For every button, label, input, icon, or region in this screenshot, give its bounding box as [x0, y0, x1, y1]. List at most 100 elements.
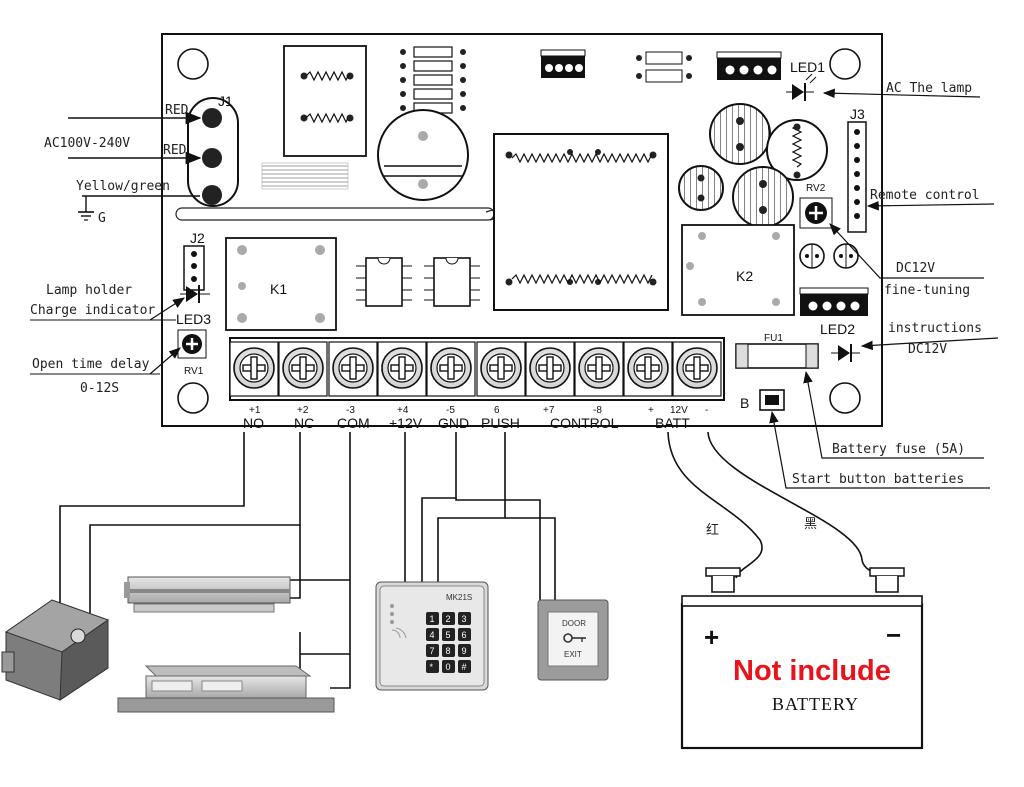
red-wire-label-2: RED [163, 143, 187, 158]
terminal-number: 12V [670, 405, 688, 416]
keypad-key [442, 660, 455, 673]
keypad-key-label: 8 [446, 646, 451, 656]
mount-hole [177, 48, 209, 80]
magnetic-lock [124, 576, 291, 613]
keypad-key-label: * [430, 662, 434, 672]
terminal-number: +7 [543, 405, 555, 416]
terminal-number: -3 [346, 405, 355, 416]
terminal-number: -5 [446, 405, 455, 416]
ground-label: G [98, 211, 106, 226]
keypad-key [458, 644, 471, 657]
terminal-number: +2 [297, 405, 309, 416]
k1-relay: K1 [225, 237, 337, 331]
capacitor-cluster [678, 103, 828, 228]
terminal-screw [278, 341, 328, 397]
led1-label: LED1 [790, 59, 825, 75]
capacitor-large [377, 109, 469, 201]
j3-connector: J3 [847, 106, 867, 233]
terminal-screw [623, 341, 673, 397]
terminal-screw [377, 341, 427, 397]
j2-label: J2 [190, 230, 205, 246]
transformer [493, 133, 669, 311]
electric-rim-lock [1, 599, 110, 701]
keypad-key-label: 2 [446, 614, 451, 624]
battery-note: Not include [733, 655, 891, 687]
start-button-switch: B [740, 389, 785, 411]
j2-connector: J2 [183, 230, 205, 291]
led3-label: LED3 [176, 311, 211, 327]
dc12v-label-2: DC12V [908, 342, 947, 357]
rv2-label: RV2 [806, 183, 826, 194]
right-annotations: AC The lamp Remote control DC12V fine-tu… [769, 81, 999, 489]
yellow-green-label: Yellow/green [76, 179, 170, 194]
battery-fuse-label: Battery fuse (5A) [832, 442, 965, 457]
terminal-screw [229, 341, 279, 397]
keypad-key [426, 644, 439, 657]
rv2-potentiometer: RV2 [799, 183, 833, 229]
charge-indicator-label: Charge indicator [30, 303, 155, 318]
keypad-key-label: 7 [430, 646, 435, 656]
keypad-key-label: 0 [446, 662, 451, 672]
red-wire-cn-label: 红 [706, 522, 719, 538]
k1-label: K1 [270, 281, 287, 297]
terminal-number: 6 [494, 405, 500, 416]
fu1-label: FU1 [764, 333, 783, 344]
mount-hole [177, 382, 209, 414]
keypad-key-label: # [462, 662, 467, 672]
red-wire-label-1: RED [165, 103, 189, 118]
ic-chip-1 [356, 257, 412, 307]
lamp-holder-label: Lamp holder [46, 283, 132, 298]
rv1-label: RV1 [184, 366, 204, 377]
keypad-key-label: 1 [430, 614, 435, 624]
k2-label: K2 [736, 268, 753, 284]
header-connector-1 [540, 49, 586, 78]
rv1-potentiometer: RV1 [177, 329, 207, 377]
k2-relay: K2 [681, 224, 795, 316]
terminal-label-12v: +12V [389, 415, 423, 431]
start-button-label: Start button batteries [792, 472, 964, 487]
battery-minus: − [886, 620, 901, 650]
exit-button-bottom-text: EXIT [564, 650, 582, 659]
keypad-key-label: 6 [462, 630, 467, 640]
drop-bolt-lock [117, 665, 335, 713]
dc12v-label-1: DC12V [896, 261, 935, 276]
keypad-key [426, 628, 439, 641]
ac-input-label: AC100V-240V [44, 136, 130, 151]
keypad-key-label: 9 [462, 646, 467, 656]
left-annotations: RED RED AC100V-240V Yellow/green G Lamp … [30, 103, 202, 396]
header-connector-2 [716, 51, 782, 80]
j1-label: J1 [218, 93, 233, 109]
fu1-fuse: FU1 [735, 333, 819, 369]
terminal-number: +1 [249, 405, 261, 416]
terminal-number: +4 [397, 405, 409, 416]
ac-lamp-label: AC The lamp [886, 81, 972, 96]
terminal-label-gnd: GND [438, 415, 469, 431]
led1: LED1 [786, 59, 825, 101]
mount-hole [829, 48, 861, 80]
open-time-delay-label: Open time delay [32, 357, 150, 372]
terminal-screw [476, 341, 526, 397]
led3: LED3 [176, 285, 211, 327]
keypad-key [442, 644, 455, 657]
fuse-pair [636, 51, 692, 83]
keypad-key [458, 612, 471, 625]
terminal-screw [525, 341, 575, 397]
keypad-key-label: 3 [462, 614, 467, 624]
coil-component [283, 45, 367, 157]
terminal-screw [574, 341, 624, 397]
open-time-range-label: 0-12S [80, 381, 119, 396]
keypad-key [442, 628, 455, 641]
header-connector-3 [799, 287, 869, 316]
terminal-screw [328, 341, 378, 397]
terminal-number: + [648, 405, 654, 416]
black-wire-cn-label: 黑 [804, 517, 817, 532]
j3-label: J3 [850, 106, 865, 122]
fine-tuning-label: fine-tuning [884, 283, 970, 298]
remote-control-label: Remote control [870, 188, 980, 203]
exit-button: DOOR EXIT [537, 599, 609, 681]
terminal-screw [672, 341, 722, 397]
battery: + − Not include BATTERY [680, 567, 924, 750]
led2-label: LED2 [820, 321, 855, 337]
